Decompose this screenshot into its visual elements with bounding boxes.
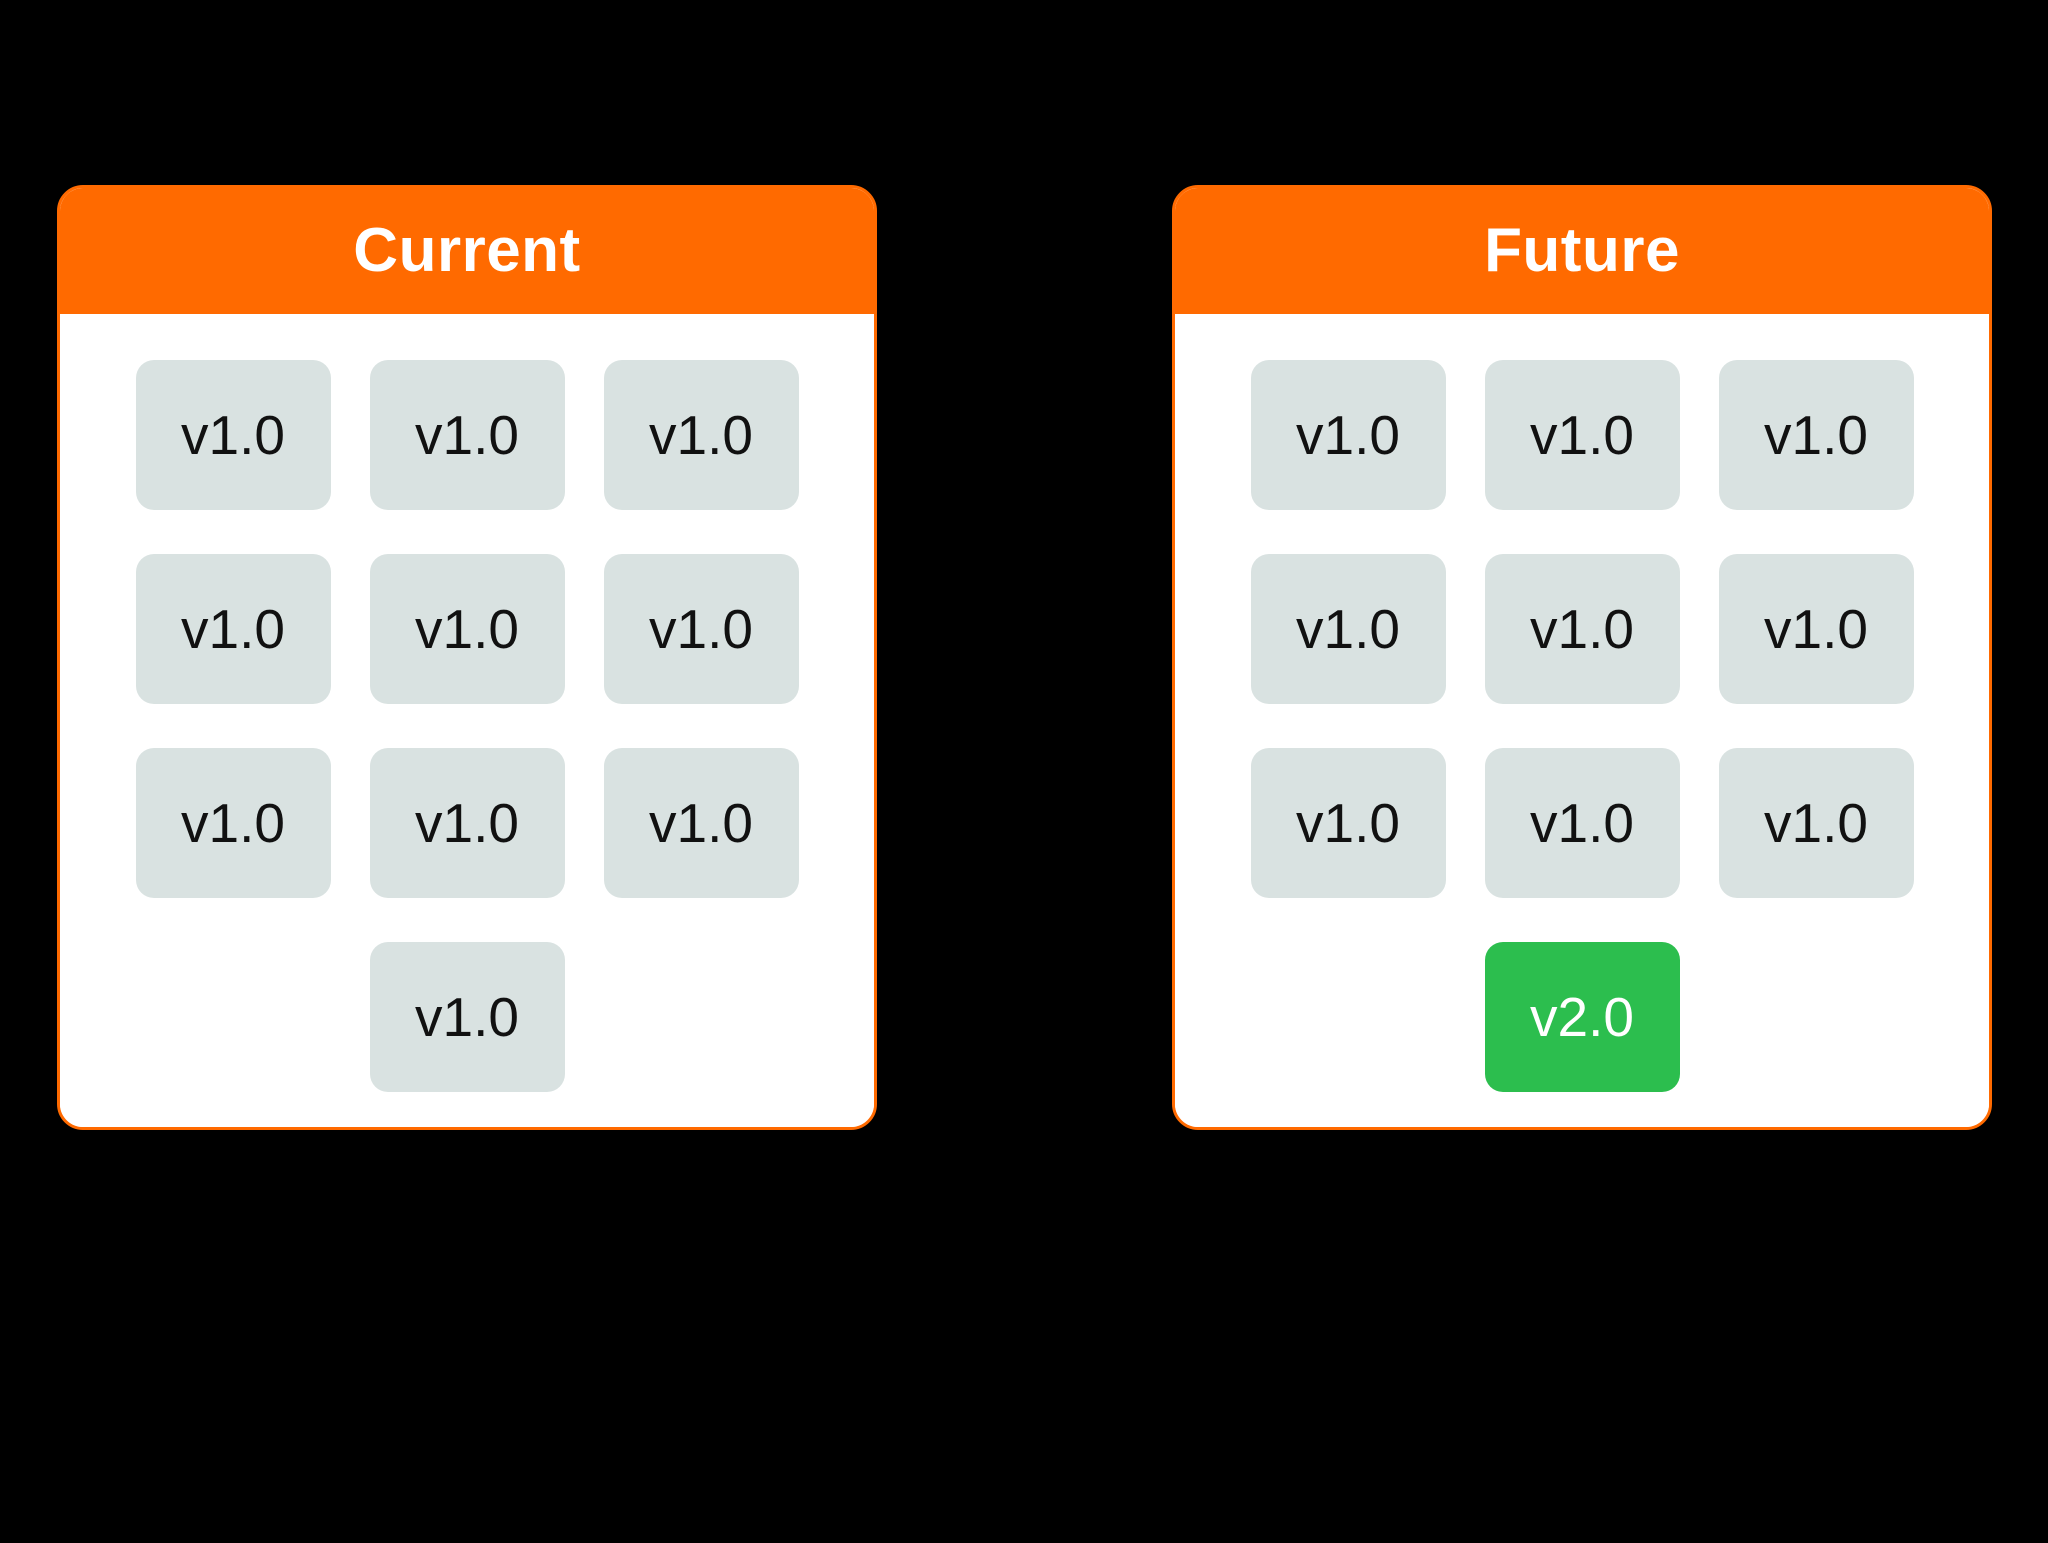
panel-future: Future v1.0 v1.0 v1.0 v1.0 v1.0	[1172, 185, 1992, 1130]
tile-grid-future: v1.0 v1.0 v1.0 v1.0 v1.0 v1.0	[1175, 360, 1989, 898]
version-tile-label: v1.0	[649, 791, 753, 854]
version-tile[interactable]: v1.0	[1250, 360, 1446, 510]
version-tile-label: v1.0	[1530, 403, 1634, 466]
version-tile[interactable]: v1.0	[135, 360, 331, 510]
version-tile-label: v1.0	[181, 791, 285, 854]
panel-current-title: Current	[353, 216, 581, 285]
version-tile[interactable]: v1.0	[1718, 748, 1914, 898]
version-tile[interactable]: v1.0	[1484, 748, 1680, 898]
version-tile-label: v2.0	[1530, 985, 1634, 1048]
version-tile-label: v1.0	[649, 403, 753, 466]
tile-grid-future-last-row: v2.0	[1175, 942, 1989, 1092]
version-tile[interactable]: v1.0	[135, 554, 331, 704]
version-tile[interactable]: v1.0	[1718, 360, 1914, 510]
version-tile-label: v1.0	[1764, 403, 1868, 466]
version-tile-label: v1.0	[415, 403, 519, 466]
version-tile[interactable]: v1.0	[135, 748, 331, 898]
version-tile[interactable]: v1.0	[603, 748, 799, 898]
version-tile[interactable]: v1.0	[1484, 360, 1680, 510]
version-tile[interactable]: v1.0	[369, 554, 565, 704]
panel-current-header: Current	[60, 188, 874, 314]
version-tile-label: v1.0	[1530, 597, 1634, 660]
version-tile[interactable]: v1.0	[1718, 554, 1914, 704]
version-tile-label: v1.0	[1764, 597, 1868, 660]
panel-current-body: v1.0 v1.0 v1.0 v1.0 v1.0 v1.0	[60, 314, 874, 1127]
version-tile-label: v1.0	[1530, 791, 1634, 854]
version-tile-label: v1.0	[181, 597, 285, 660]
tile-grid-current: v1.0 v1.0 v1.0 v1.0 v1.0 v1.0	[60, 360, 874, 898]
tile-grid-current-last-row: v1.0	[60, 942, 874, 1092]
version-tile[interactable]: v1.0	[1250, 554, 1446, 704]
version-tile[interactable]: v1.0	[369, 360, 565, 510]
panel-future-body: v1.0 v1.0 v1.0 v1.0 v1.0 v1.0	[1175, 314, 1989, 1127]
version-tile-label: v1.0	[415, 985, 519, 1048]
version-tile-label: v1.0	[415, 791, 519, 854]
panel-current: Current v1.0 v1.0 v1.0 v1.0 v1.0	[57, 185, 877, 1130]
version-tile[interactable]: v1.0	[1484, 554, 1680, 704]
version-tile-label: v1.0	[649, 597, 753, 660]
version-tile-label: v1.0	[1296, 597, 1400, 660]
version-tile[interactable]: v1.0	[369, 748, 565, 898]
version-tile-label: v1.0	[1296, 791, 1400, 854]
version-tile[interactable]: v1.0	[603, 554, 799, 704]
version-tile-label: v1.0	[1764, 791, 1868, 854]
version-tile[interactable]: v1.0	[603, 360, 799, 510]
version-tile-label: v1.0	[415, 597, 519, 660]
version-tile-last[interactable]: v1.0	[369, 942, 565, 1092]
version-tile-label: v1.0	[181, 403, 285, 466]
panel-future-title: Future	[1484, 216, 1680, 285]
version-tile-label: v1.0	[1296, 403, 1400, 466]
panel-future-header: Future	[1175, 188, 1989, 314]
version-tile[interactable]: v1.0	[1250, 748, 1446, 898]
version-tile-new[interactable]: v2.0	[1484, 942, 1680, 1092]
